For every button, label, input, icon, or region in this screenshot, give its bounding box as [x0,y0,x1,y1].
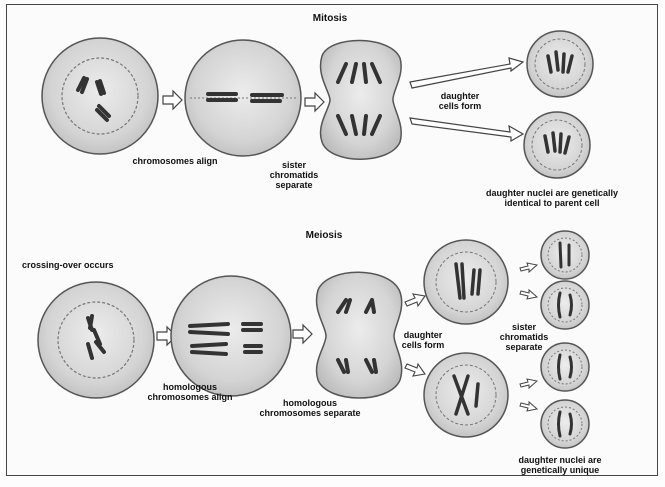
arrow-10 [520,402,537,411]
meiosis-title: Meiosis [294,231,354,241]
arrow-1 [163,91,182,109]
label-daughter-cells-mitosis: daughter cells form [420,91,500,111]
meiosis-parent-cell [38,282,154,398]
label-sister-chromatids-meiosis: sister chromatids separate [484,322,564,352]
mitosis-metaphase-cell [185,40,301,156]
label-identical: daughter nuclei are genetically identica… [462,188,642,208]
label-chromosomes-align: chromosomes align [110,156,240,166]
label-homologous-align: homologous chromosomes align [120,382,260,402]
label-daughter-cells-meiosis: daughter cells form [388,330,458,350]
long-arrow-down [410,118,523,141]
mitosis-anaphase-cell [321,40,402,159]
mitosis-title: Mitosis [300,14,360,24]
mitosis-daughter-cell-top [527,31,593,97]
label-crossing-over: crossing-over occurs [22,260,152,270]
arrow-4 [293,325,312,343]
final-cell-1 [541,231,589,279]
arrow-6 [405,364,425,376]
arrow-2 [305,93,324,111]
final-cell-4 [541,400,589,448]
meiosis-daughter-cell-bottom [424,353,508,437]
mitosis-parent-cell [42,38,158,154]
long-arrow-up [410,58,523,88]
arrow-5 [405,294,425,306]
label-homologous-separate: homologous chromosomes separate [240,398,380,418]
arrow-8 [520,290,537,299]
meiosis-metaphase-cell [171,276,291,396]
label-sister-chromatids-mitosis: sister chromatids separate [254,160,334,190]
mitosis-daughter-cell-bottom [524,112,590,178]
meiosis-daughter-cell-top [424,240,508,324]
arrow-7 [520,263,537,272]
arrow-9 [520,379,537,388]
label-unique: daughter nuclei are genetically unique [500,455,620,475]
